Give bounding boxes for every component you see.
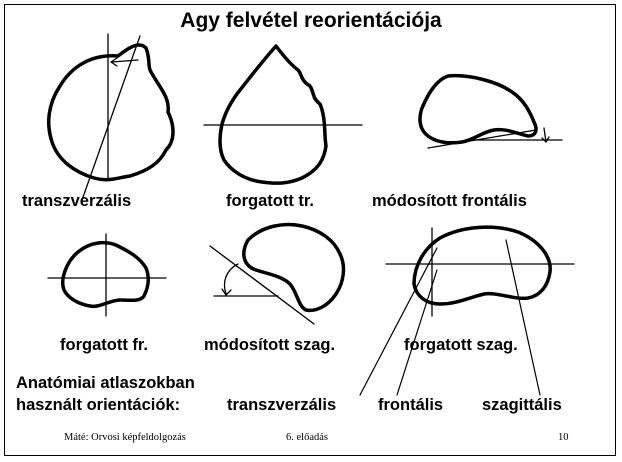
brain-shape-modified-frontal xyxy=(420,76,562,148)
footer-lecture: 6. előadás xyxy=(286,432,328,443)
atlas-orientation-transverse: transzverzális xyxy=(227,396,336,415)
brain-shape-rotated-sagittal xyxy=(360,227,574,395)
slide-title: Agy felvétel reorientációja xyxy=(0,9,622,33)
label-transverse: transzverzális xyxy=(22,192,131,211)
label-rotated-sagittal: forgatott szag. xyxy=(404,336,518,355)
brain-shape-transverse xyxy=(49,34,173,200)
atlas-orientation-frontal: frontális xyxy=(378,396,443,415)
atlas-heading-line2: használt orientációk: xyxy=(16,396,180,415)
brain-shape-modified-sagittal xyxy=(210,225,343,324)
label-rotated-frontal: forgatott fr. xyxy=(60,336,148,355)
footer-author: Máté: Orvosi képfeldolgozás xyxy=(64,432,186,443)
footer-page-number: 10 xyxy=(558,432,569,443)
atlas-heading-line1: Anatómiai atlaszokban xyxy=(16,374,195,393)
brain-shape-rotated-frontal xyxy=(48,234,166,316)
atlas-orientation-sagittal: szagittális xyxy=(482,396,562,415)
label-rotated-transverse: forgatott tr. xyxy=(226,192,314,211)
brain-shape-rotated-transverse xyxy=(204,46,362,183)
label-modified-sagittal: módosított szag. xyxy=(204,336,335,355)
label-modified-frontal: módosított frontális xyxy=(372,192,527,211)
